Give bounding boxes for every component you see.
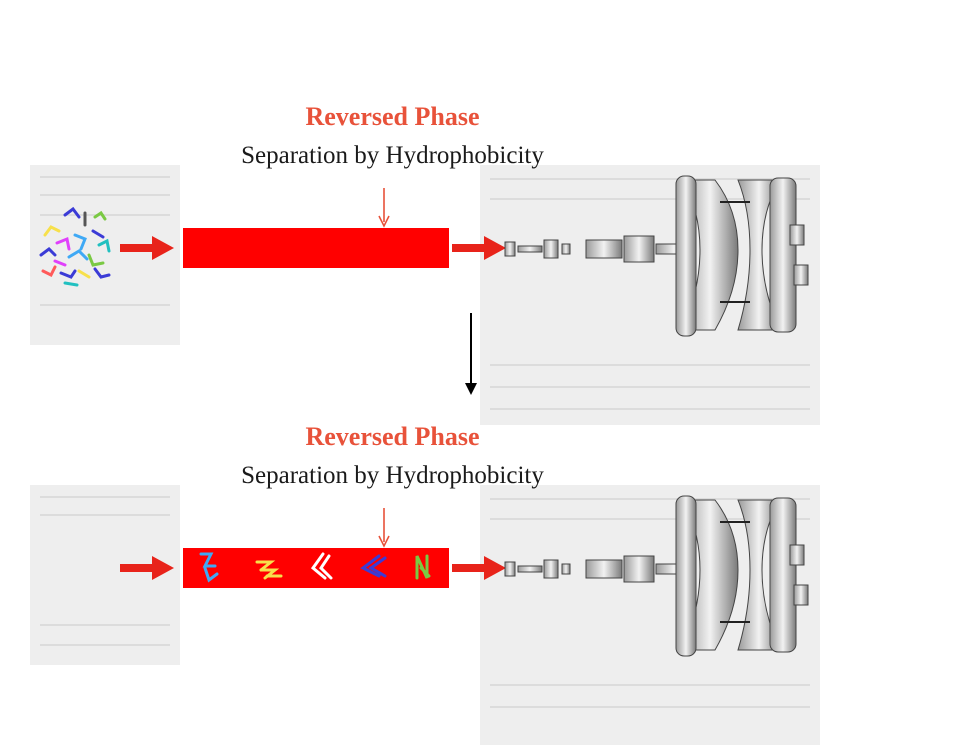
panel-subtitle: Separation by Hydrophobicity bbox=[241, 142, 544, 169]
peptide-band-5 bbox=[415, 554, 431, 580]
peptide-band-3 bbox=[310, 552, 333, 580]
process-flow-arrow bbox=[465, 313, 477, 395]
panel-title: Reversed Phase bbox=[305, 102, 480, 131]
column-pointer-arrow bbox=[378, 188, 390, 228]
peptide-mixture-icon bbox=[39, 206, 111, 287]
reversed-phase-column bbox=[183, 228, 449, 268]
outlet-flow-arrow bbox=[452, 556, 506, 580]
inlet-flow-arrow bbox=[120, 236, 174, 260]
peptide-band-2 bbox=[255, 560, 283, 580]
panel-subtitle: Separation by Hydrophobicity bbox=[241, 462, 544, 489]
column-pointer-arrow bbox=[378, 508, 390, 548]
separated-peptide-bands bbox=[199, 552, 431, 583]
panel-separated-bands: Reversed Phase Separation by Hydrophobic… bbox=[0, 400, 960, 745]
panel-title: Reversed Phase bbox=[305, 422, 480, 451]
inlet-flow-arrow bbox=[120, 556, 174, 580]
mass-spectrometer-icon bbox=[504, 175, 809, 337]
peptide-band-4 bbox=[360, 554, 387, 578]
peptide-band-1 bbox=[199, 552, 219, 583]
outlet-flow-arrow bbox=[452, 236, 506, 260]
reversed-phase-column bbox=[183, 548, 449, 588]
panel-mixture-loading: Reversed Phase Separation by Hydrophobic… bbox=[0, 80, 960, 425]
mass-spectrometer-icon bbox=[504, 495, 809, 657]
